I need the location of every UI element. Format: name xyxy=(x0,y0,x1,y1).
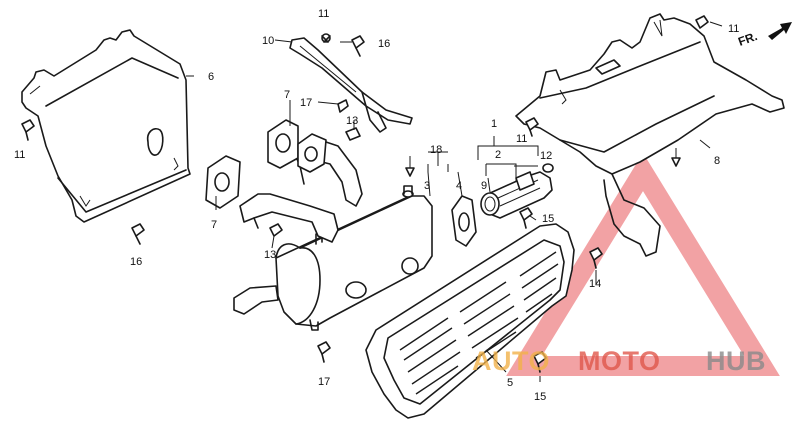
callout-13: 13 xyxy=(346,115,358,127)
callout-15: 15 xyxy=(534,391,546,403)
front-arrow-icon xyxy=(768,22,792,40)
watermark-moto: MOTO xyxy=(578,346,661,376)
spark-arrester xyxy=(480,163,554,219)
watermark-hub: HUB xyxy=(706,346,766,376)
callout-11: 11 xyxy=(318,8,329,20)
watermark-logo xyxy=(506,152,780,376)
callout-11: 11 xyxy=(14,149,25,161)
heat-shield-left xyxy=(21,29,191,223)
front-label: FR. xyxy=(736,29,759,49)
callout-16: 16 xyxy=(130,256,142,268)
leader-lines xyxy=(186,21,723,382)
callout-11: 11 xyxy=(516,133,527,145)
watermark-text: AUTO MOTO HUB xyxy=(472,346,766,376)
callout-16: 16 xyxy=(378,38,390,50)
callout-6: 6 xyxy=(208,71,214,83)
muffler-protector xyxy=(365,223,575,419)
callout-10: 10 xyxy=(262,35,274,47)
callout-11: 11 xyxy=(728,23,739,35)
callout-15: 15 xyxy=(542,213,554,225)
bracket-10 xyxy=(289,37,413,133)
callout-17: 17 xyxy=(318,376,330,388)
callout-17: 17 xyxy=(300,97,312,109)
callout-7: 7 xyxy=(211,219,217,231)
callout-8: 8 xyxy=(714,155,720,167)
bolts xyxy=(21,15,709,373)
heat-shield-right xyxy=(515,13,785,257)
callout-14: 14 xyxy=(589,278,601,290)
callout-12: 12 xyxy=(540,150,552,162)
callout-5: 5 xyxy=(507,377,513,389)
callout-18: 18 xyxy=(430,144,442,156)
gasket-4 xyxy=(451,195,477,247)
callout-1: 1 xyxy=(491,118,497,130)
callout-4: 4 xyxy=(456,180,462,192)
callout-labels: 11 10 16 6 11 16 7 17 13 7 13 18 3 4 1 1… xyxy=(14,8,739,403)
callout-2: 2 xyxy=(495,149,501,161)
callout-3: 3 xyxy=(424,180,430,192)
muffler xyxy=(233,185,433,331)
front-direction-indicator: FR. xyxy=(736,22,792,49)
callout-7: 7 xyxy=(284,89,290,101)
callout-13: 13 xyxy=(264,249,276,261)
watermark-auto: AUTO xyxy=(472,346,550,376)
exhaust-pipes xyxy=(205,119,363,243)
callout-9: 9 xyxy=(481,180,487,192)
